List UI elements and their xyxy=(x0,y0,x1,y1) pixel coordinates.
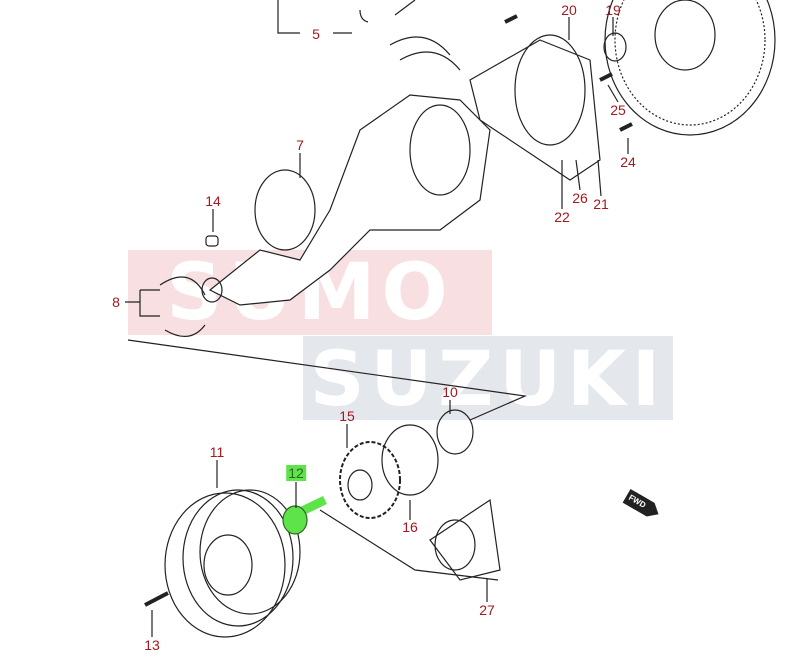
callout-25[interactable]: 25 xyxy=(610,102,626,118)
oil-seal-19 xyxy=(603,32,627,62)
callout-12-highlighted[interactable]: 12 xyxy=(286,465,306,481)
callout-20[interactable]: 20 xyxy=(561,2,577,18)
callout-19[interactable]: 19 xyxy=(605,2,621,18)
timing-gear-15 xyxy=(339,441,401,519)
callout-21[interactable]: 21 xyxy=(593,196,609,212)
callout-5[interactable]: 5 xyxy=(312,26,320,42)
watermark-suzuki: SUZUKI xyxy=(303,334,673,423)
crankshaft xyxy=(201,94,491,306)
callout-11[interactable]: 11 xyxy=(209,444,225,460)
plate-16 xyxy=(381,424,439,496)
rear-housing xyxy=(469,39,601,181)
callout-24[interactable]: 24 xyxy=(620,154,636,170)
key-14 xyxy=(205,235,219,247)
crank-pulley-11 xyxy=(164,489,301,638)
rear-seal-plate xyxy=(514,34,586,146)
flywheel xyxy=(604,0,776,136)
leader-line xyxy=(127,339,528,421)
callout-22[interactable]: 22 xyxy=(554,209,570,225)
callout-7[interactable]: 7 xyxy=(296,137,304,153)
callout-14[interactable]: 14 xyxy=(205,193,221,209)
crank-bolt-12 xyxy=(282,495,327,535)
callout-27[interactable]: 27 xyxy=(479,602,495,618)
bolt-13 xyxy=(144,591,169,607)
callout-10[interactable]: 10 xyxy=(442,384,458,400)
callout-15[interactable]: 15 xyxy=(339,408,355,424)
sensor-plate-27 xyxy=(429,498,501,581)
oil-seal-10 xyxy=(436,409,474,455)
callout-16[interactable]: 16 xyxy=(402,519,418,535)
callout-26[interactable]: 26 xyxy=(572,190,588,206)
callout-13[interactable]: 13 xyxy=(144,637,160,653)
callout-8[interactable]: 8 xyxy=(112,294,120,310)
